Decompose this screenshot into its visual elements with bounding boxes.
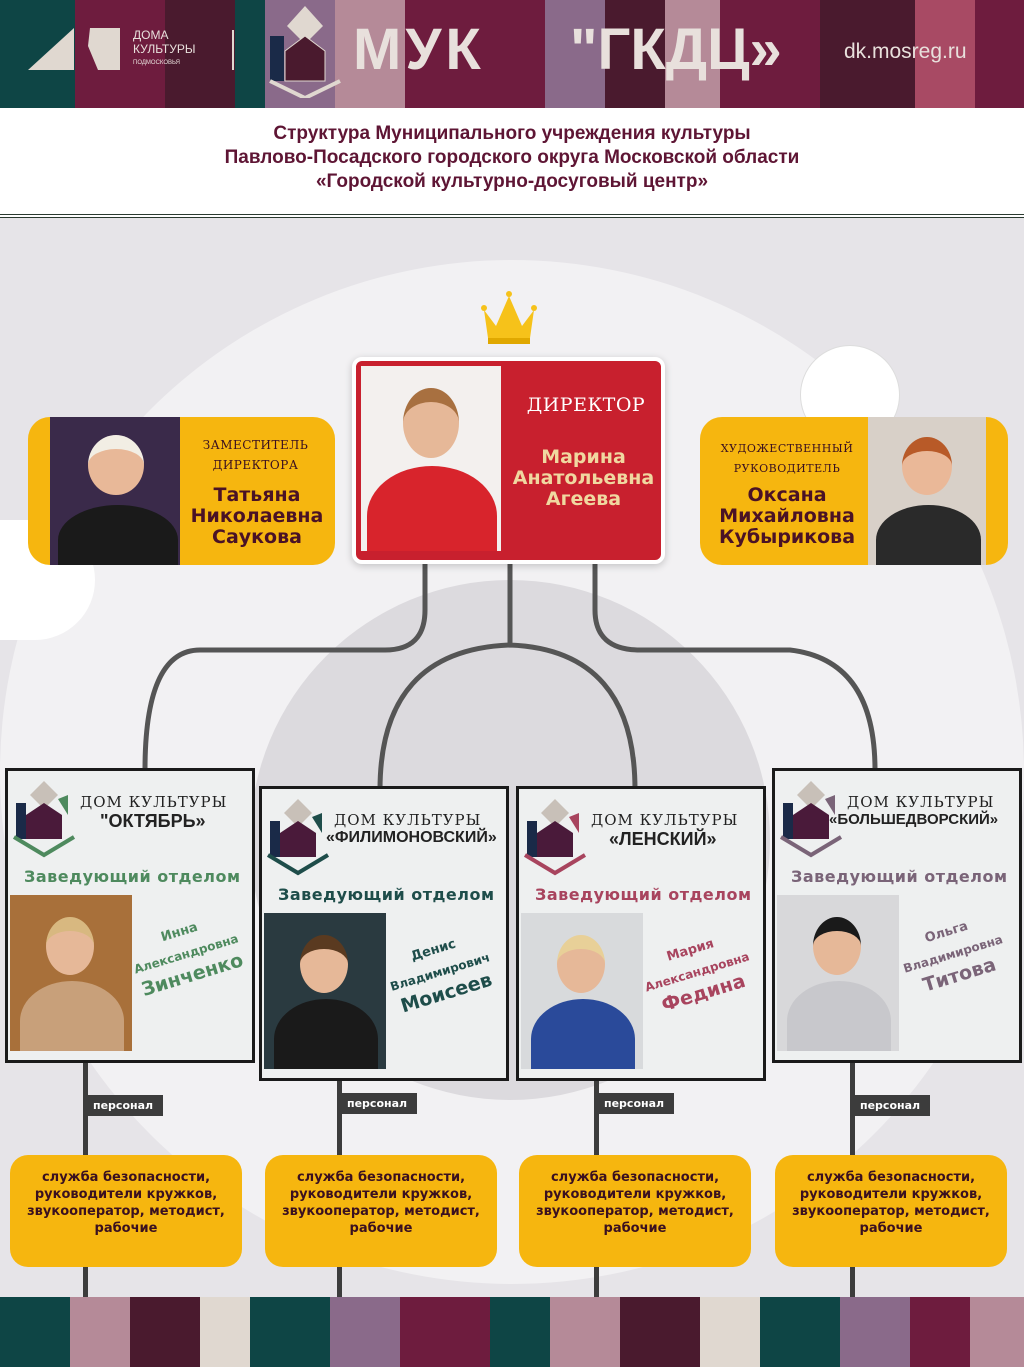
dk-logo-icon [779,781,843,858]
branch-card: ДОМ КУЛЬТУРЫ «ФИЛИМОНОВСКИЙ» Заведующий … [259,786,509,1081]
branch-head-photo [521,913,643,1069]
dk-logo-icon [266,799,330,876]
org-name: "ГКДЦ» [570,17,782,82]
gkdc-logo-icon [269,6,341,98]
branch-role: Заведующий отделом [24,867,241,886]
branch-name: «БОЛЬШЕДВОРСКИЙ» [829,811,999,828]
branch-head-photo [10,895,132,1051]
branch-card: ДОМ КУЛЬТУРЫ «ЛЕНСКИЙ» Заведующий отдело… [516,786,766,1081]
branch-role: Заведующий отделом [278,885,495,904]
branch-head-photo [777,895,899,1051]
director-role: ДИРЕКТОР [526,394,646,416]
branch-head-photo [264,913,386,1069]
branch-name: «ФИЛИМОНОВСКИЙ» [326,829,497,846]
staff-label: персонал [594,1093,675,1114]
branch-name: "ОКТЯБРЬ» [100,811,206,831]
footer-banner [0,1297,1024,1367]
staff-box: служба безопасности, руководители кружко… [10,1155,242,1267]
dk-logo-icon [523,799,587,876]
divider [232,30,234,70]
crown-icon [481,291,537,344]
staff-label: персонал [83,1095,164,1116]
staff-box: служба безопасности, руководители кружко… [519,1155,751,1267]
website-link[interactable]: dk.mosreg.ru [844,40,967,63]
title-line: «Городской культурно-досуговый центр» [315,171,709,192]
staff-label: персонал [850,1095,931,1116]
branch-role: Заведующий отделом [791,867,1008,886]
page-title: Структура Муниципального учреждения куль… [0,108,1024,218]
director-photo [361,366,501,551]
branch-card: ДОМ КУЛЬТУРЫ "ОКТЯБРЬ» Заведующий отдело… [5,768,255,1063]
title-line: Павлово-Посадского городского округа Мос… [224,147,800,168]
branch-role: Заведующий отделом [535,885,752,904]
title-line: Структура Муниципального учреждения куль… [273,123,751,144]
org-connectors [142,545,878,791]
branch-name: «ЛЕНСКИЙ» [609,829,717,849]
art-director-photo [868,417,986,565]
branch-label: ДОМ КУЛЬТУРЫ [334,811,482,829]
org-short: МУК [353,17,485,82]
branch-label: ДОМ КУЛЬТУРЫ [847,793,995,811]
branch-card: ДОМ КУЛЬТУРЫ «БОЛЬШЕДВОРСКИЙ» Заведующий… [772,768,1022,1063]
dk-logo-icon [12,781,76,858]
staff-box: служба безопасности, руководители кружко… [775,1155,1007,1267]
branch-label: ДОМ КУЛЬТУРЫ [591,811,739,829]
branch-label: ДОМ КУЛЬТУРЫ [80,793,228,811]
doma-kultury-logo-icon [28,28,120,70]
staff-label: персонал [337,1093,418,1114]
deputy-photo [50,417,180,565]
staff-box: служба безопасности, руководители кружко… [265,1155,497,1267]
